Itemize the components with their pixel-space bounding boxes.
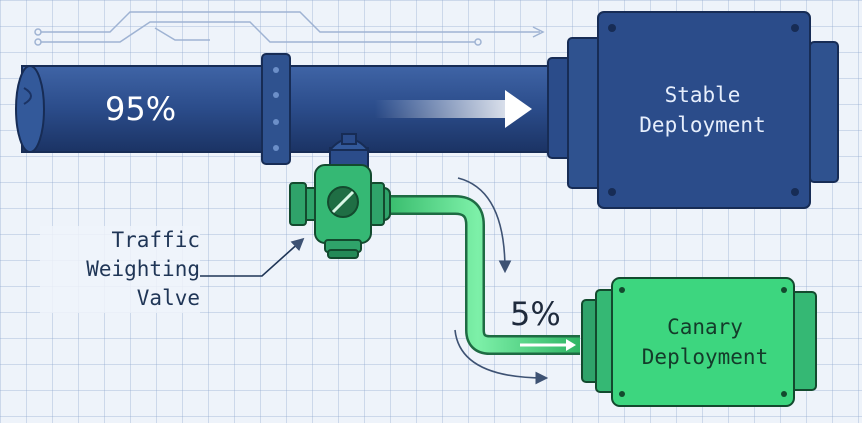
canary-pipe [375,195,580,355]
canary-traffic-percent: 5% [510,295,561,333]
valve-label-pointer [200,237,305,277]
main-traffic-percent: 95% [105,90,177,128]
circuit-traces [34,11,545,46]
canary-deployment-label: Canary Deployment [641,315,769,369]
canary-deployment [581,277,817,407]
valve-label: Traffic Weighting Valve [40,226,200,313]
stable-deployment [547,11,839,209]
stable-deployment-label: Stable Deployment [639,83,766,137]
traffic-weighting-valve [289,133,391,259]
canary-guide-arrows [454,177,549,385]
main-flow-arrow [375,90,532,128]
pipe-flange [261,53,291,165]
